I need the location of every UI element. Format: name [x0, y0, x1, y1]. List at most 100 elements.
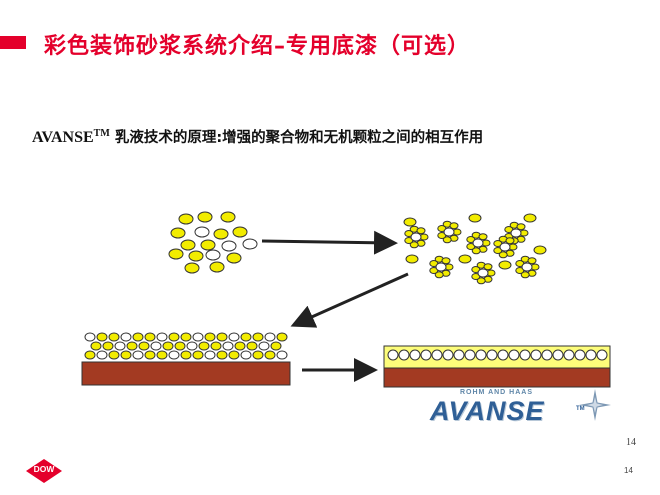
- adsorbed-polymer-particle: [449, 222, 459, 230]
- dispersed-particles-group: [168, 211, 258, 274]
- free-polymer-particle: [468, 213, 482, 223]
- adsorbed-polymer-particle: [478, 233, 488, 241]
- embedded-inorganic-particle: [398, 349, 410, 361]
- slide-title: 彩色装饰砂浆系统介绍–专用底漆（可选）: [44, 34, 471, 59]
- wet-film-particle: [162, 341, 174, 351]
- embedded-inorganic-particle: [420, 349, 432, 361]
- adsorbed-polymer-particle: [527, 257, 537, 265]
- embedded-inorganic-particle: [574, 349, 586, 361]
- adsorbed-polymer-particle: [476, 277, 486, 285]
- wet-film-particle: [168, 350, 180, 360]
- wet-film-particle: [84, 350, 96, 360]
- wet-film-particle: [180, 350, 192, 360]
- free-polymer-particle: [405, 254, 419, 264]
- wet-film-particle: [156, 332, 168, 342]
- adsorbed-polymer-particle: [471, 247, 481, 255]
- wet-film-particle: [252, 350, 264, 360]
- inorganic-particle: [205, 249, 221, 261]
- adsorbed-polymer-particle: [434, 271, 444, 279]
- wet-film-particle: [96, 350, 108, 360]
- free-polymer-particle: [403, 217, 417, 227]
- wet-film-particle: [108, 332, 120, 342]
- free-polymer-particle: [523, 213, 537, 223]
- polymer-particle: [188, 250, 204, 262]
- wet-film-particle: [270, 341, 282, 351]
- substrate-layer-dry: [383, 367, 611, 388]
- wet-film-particle: [120, 350, 132, 360]
- adsorbed-polymer-particle: [409, 241, 419, 249]
- adsorbed-polymer-particle: [520, 271, 530, 279]
- wet-film-particle: [84, 332, 96, 342]
- wet-film-particle: [150, 341, 162, 351]
- inorganic-core-particle: [477, 268, 489, 278]
- polymer-particle: [220, 211, 236, 223]
- dow-logo: DOW: [24, 458, 64, 484]
- wet-film-particle: [246, 341, 258, 351]
- wet-film-particle: [102, 341, 114, 351]
- wet-film-particle: [138, 341, 150, 351]
- wet-film-particle: [180, 332, 192, 342]
- wet-film-particle: [120, 332, 132, 342]
- inorganic-particle: [194, 226, 210, 238]
- wet-film-particle: [264, 350, 276, 360]
- inorganic-core-particle: [410, 232, 422, 242]
- wet-film-particle: [174, 341, 186, 351]
- wet-film-particle: [192, 350, 204, 360]
- embedded-inorganic-particle: [519, 349, 531, 361]
- wet-film-particle: [192, 332, 204, 342]
- avanse-logo-wordmark: AVANSE: [430, 396, 545, 426]
- embedded-inorganic-particle: [475, 349, 487, 361]
- wet-film-particle: [222, 341, 234, 351]
- page-number: 14: [626, 437, 636, 448]
- inorganic-core-particle: [472, 238, 484, 248]
- wet-film-particle: [168, 332, 180, 342]
- wet-film-particle: [126, 341, 138, 351]
- wet-film-particle: [108, 350, 120, 360]
- embedded-inorganic-particle: [453, 349, 465, 361]
- free-polymer-particle: [458, 254, 472, 264]
- polymer-particle: [170, 227, 186, 239]
- embedded-inorganic-particle: [486, 349, 498, 361]
- substrate-layer-wet: [81, 361, 291, 386]
- polymer-particle: [184, 262, 200, 274]
- embedded-inorganic-particle: [409, 349, 421, 361]
- polymer-particle: [168, 248, 184, 260]
- wet-film-particle: [144, 332, 156, 342]
- inorganic-core-particle: [435, 262, 447, 272]
- star-icon: [579, 389, 611, 421]
- wet-film-particle: [228, 332, 240, 342]
- adsorbed-polymer-particle: [516, 223, 526, 231]
- footer-page-number: 14: [624, 466, 633, 475]
- free-polymer-particle: [498, 260, 512, 270]
- wet-film-particle: [198, 341, 210, 351]
- inorganic-core-particle: [510, 228, 522, 238]
- free-polymer-particle: [533, 245, 547, 255]
- subtitle-brand: AVANSE: [32, 129, 94, 146]
- wet-film-particle: [132, 350, 144, 360]
- wet-film-particle: [96, 332, 108, 342]
- polymer-particle: [213, 228, 229, 240]
- arrow-diagonal: [290, 272, 409, 328]
- wet-film-particle: [240, 332, 252, 342]
- wet-film-particle: [252, 332, 264, 342]
- wet-film-particle: [204, 350, 216, 360]
- subtitle-text: 乳液技术的原理:增强的聚合物和无机颗粒之间的相互作用: [109, 130, 484, 146]
- adsorbed-polymer-particle: [441, 257, 451, 265]
- inorganic-core-particle: [521, 262, 533, 272]
- arrow-right-top: [261, 230, 398, 255]
- inorganic-core-particle: [443, 227, 455, 237]
- embedded-inorganic-particle: [563, 349, 575, 361]
- polymer-particle: [197, 211, 213, 223]
- wet-film-particle: [90, 341, 102, 351]
- adsorbed-polymer-particle: [416, 227, 426, 235]
- inorganic-particle: [242, 238, 258, 250]
- title-marker: [0, 36, 26, 49]
- wet-film-particle: [258, 341, 270, 351]
- subtitle-trademark: TM: [93, 128, 110, 140]
- wet-film-particle: [276, 332, 288, 342]
- embedded-inorganic-particle: [387, 349, 399, 361]
- polymer-particle: [226, 252, 242, 264]
- embedded-inorganic-particle: [442, 349, 454, 361]
- wet-film-particle: [144, 350, 156, 360]
